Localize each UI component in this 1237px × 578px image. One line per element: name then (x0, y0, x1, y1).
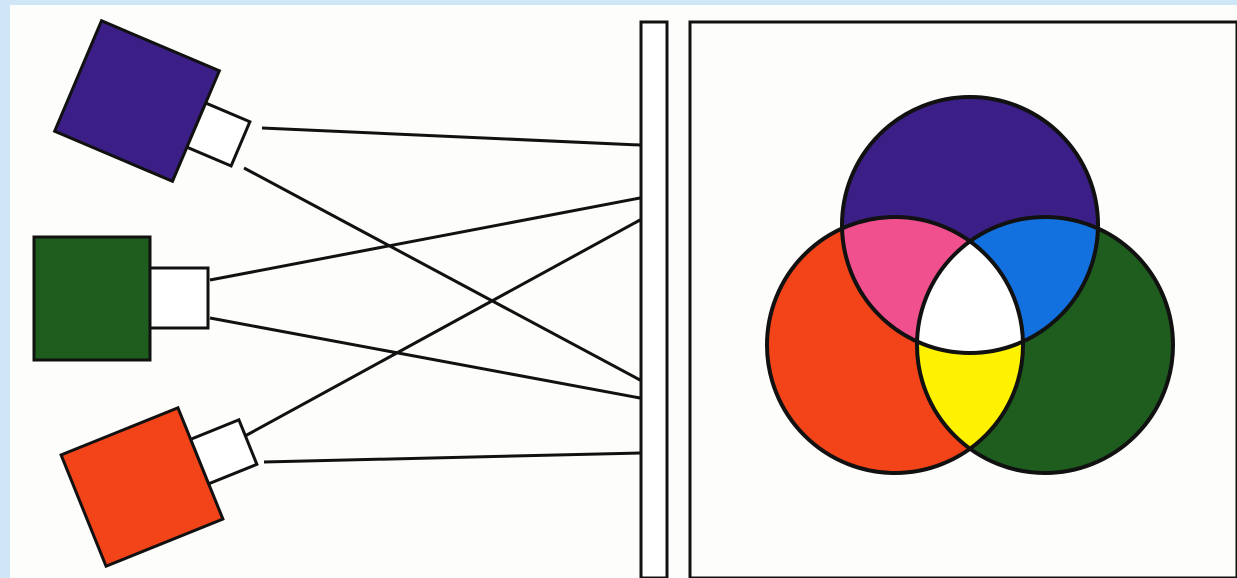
top-page-edge (0, 0, 1237, 5)
green-projector-body (34, 237, 150, 360)
left-page-edge (0, 0, 10, 578)
projection-screen-edge (641, 22, 667, 578)
green-projector-lens (150, 268, 208, 328)
